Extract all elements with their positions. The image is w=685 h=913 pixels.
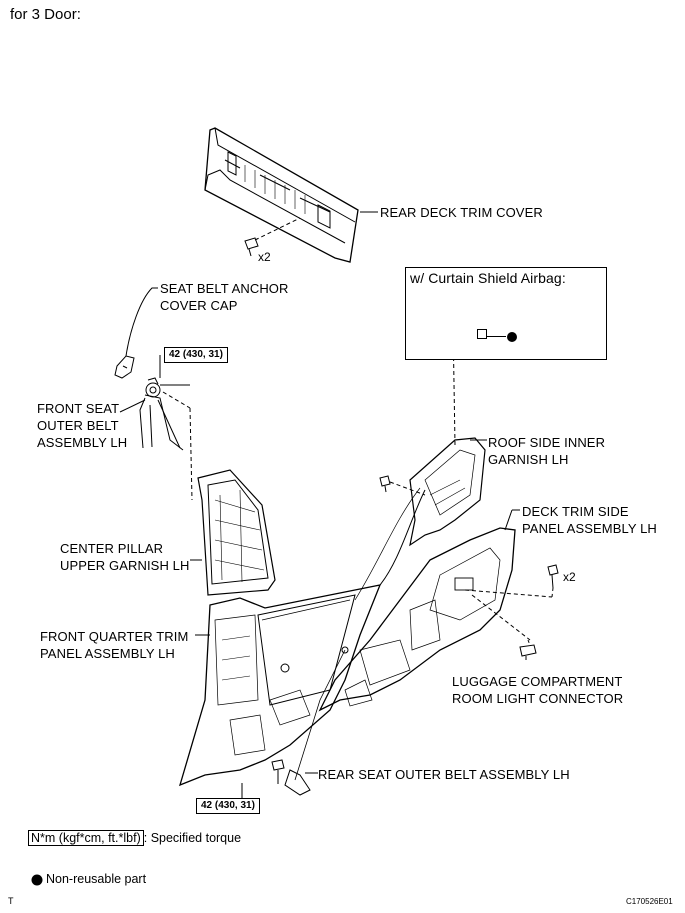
inset-leader [486, 336, 506, 337]
label-luggage-compartment-connector: LUGGAGE COMPARTMENT ROOM LIGHT CONNECTOR [452, 674, 624, 706]
deck-clip [244, 217, 301, 257]
qty-side-clips: x2 [563, 570, 576, 584]
label-deck-trim-side-panel: DECK TRIM SIDE PANEL ASSEMBLY LH [522, 504, 657, 536]
page-header: for 3 Door: [10, 6, 81, 23]
figure-id: C170526E01 [626, 897, 673, 906]
center-pillar-upper-garnish-part [190, 469, 276, 596]
label-roof-side-inner-garnish: ROOF SIDE INNER GARNISH LH [488, 435, 606, 467]
legend-torque-text: : Specified torque [143, 831, 242, 845]
label-center-pillar-upper-garnish: CENTER PILLAR UPPER GARNISH LH [60, 541, 190, 573]
legend-torque-unit: N*m (kgf*cm, ft.*lbf) [28, 830, 144, 846]
deck-trim-side-panel-part [318, 509, 553, 712]
label-front-seat-outer-belt: FRONT SEAT OUTER BELT ASSEMBLY LH [37, 401, 128, 450]
roof-garnish-clip [379, 475, 426, 496]
rear-deck-trim-cover-part [204, 127, 359, 263]
luggage-compartment-connector-part [519, 639, 537, 660]
label-front-quarter-trim-panel: FRONT QUARTER TRIM PANEL ASSEMBLY LH [40, 629, 189, 661]
label-rear-deck-trim-cover: REAR DECK TRIM COVER [380, 205, 543, 220]
label-seat-belt-anchor-cover-cap: SEAT BELT ANCHOR COVER CAP [160, 281, 289, 313]
side-clip [547, 564, 559, 598]
inset-nonreusable-dot [507, 332, 517, 342]
front-seat-outer-belt-part [119, 355, 193, 501]
curtain-airbag-inset: w/ Curtain Shield Airbag: [405, 267, 607, 360]
torque-lower: 42 (430, 31) [196, 798, 260, 814]
roof-side-inner-garnish-part [409, 321, 487, 547]
legend-dot [31, 874, 43, 886]
torque-upper: 42 (430, 31) [164, 347, 228, 363]
footer-left-mark: T [8, 896, 14, 906]
qty-deck-clips: x2 [258, 250, 271, 264]
front-quarter-trim-panel-part [178, 487, 426, 787]
inset-clip-icon [477, 329, 487, 339]
seat-belt-anchor-cover-cap-part [114, 287, 158, 379]
rear-seat-outer-belt-part [241, 649, 346, 800]
label-rear-seat-outer-belt: REAR SEAT OUTER BELT ASSEMBLY LH [318, 767, 570, 782]
legend-nonreusable: Non-reusable part [46, 872, 147, 886]
inset-title: w/ Curtain Shield Airbag: [410, 270, 566, 286]
legend-torque: N*m (kgf*cm, ft.*lbf): Specified torque [28, 830, 242, 846]
